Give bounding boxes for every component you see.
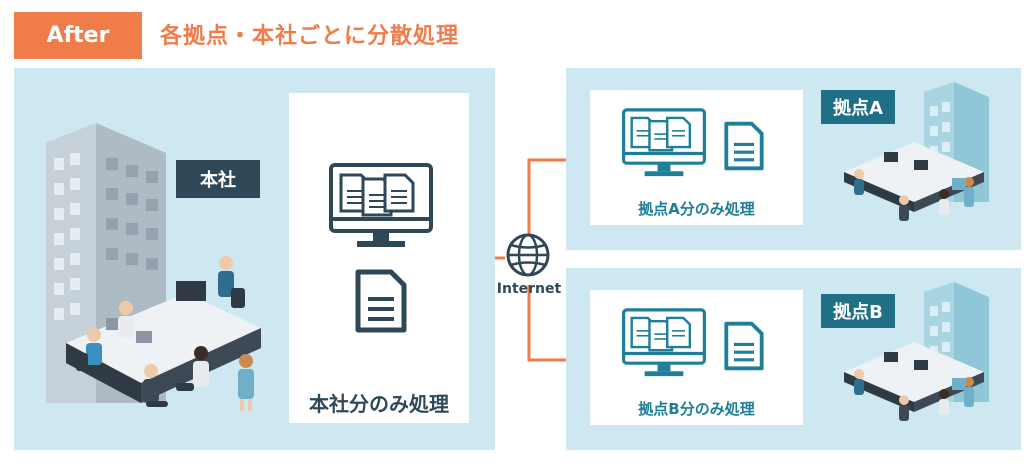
after-badge: After: [14, 12, 142, 59]
header-title: 各拠点・本社ごとに分散処理: [160, 24, 460, 49]
internet-label: Internet: [496, 281, 562, 297]
monitor-documents-icon: [622, 108, 706, 177]
document-icon: [724, 121, 764, 171]
hq-panel: 本社 本社分のみ処理: [14, 68, 495, 450]
branch-a-tag: 拠点A: [821, 90, 895, 124]
branch-a-process-label: 拠点A分のみ処理: [638, 200, 755, 218]
branch-b-panel: 拠点B分のみ処理 拠点B: [566, 268, 1021, 450]
branch-b-tag: 拠点B: [821, 294, 895, 328]
branch-a-office-illustration: [844, 82, 989, 221]
document-icon: [355, 269, 407, 333]
monitor-documents-icon: [622, 308, 706, 377]
branch-b-process-card: 拠点B分のみ処理: [590, 290, 803, 425]
globe-icon: [506, 233, 550, 277]
branch-a-panel: 拠点A分のみ処理 拠点A: [566, 68, 1021, 250]
branch-b-office-illustration: [844, 282, 989, 421]
monitor-documents-icon: [329, 163, 433, 247]
hq-tag: 本社: [176, 160, 260, 198]
hq-process-card: 本社分のみ処理: [289, 93, 469, 423]
hq-process-label: 本社分のみ処理: [309, 392, 449, 416]
branch-a-process-card: 拠点A分のみ処理: [590, 90, 803, 225]
branch-b-process-label: 拠点B分のみ処理: [638, 400, 755, 418]
document-icon: [724, 321, 764, 371]
hq-office-illustration: [46, 123, 261, 411]
